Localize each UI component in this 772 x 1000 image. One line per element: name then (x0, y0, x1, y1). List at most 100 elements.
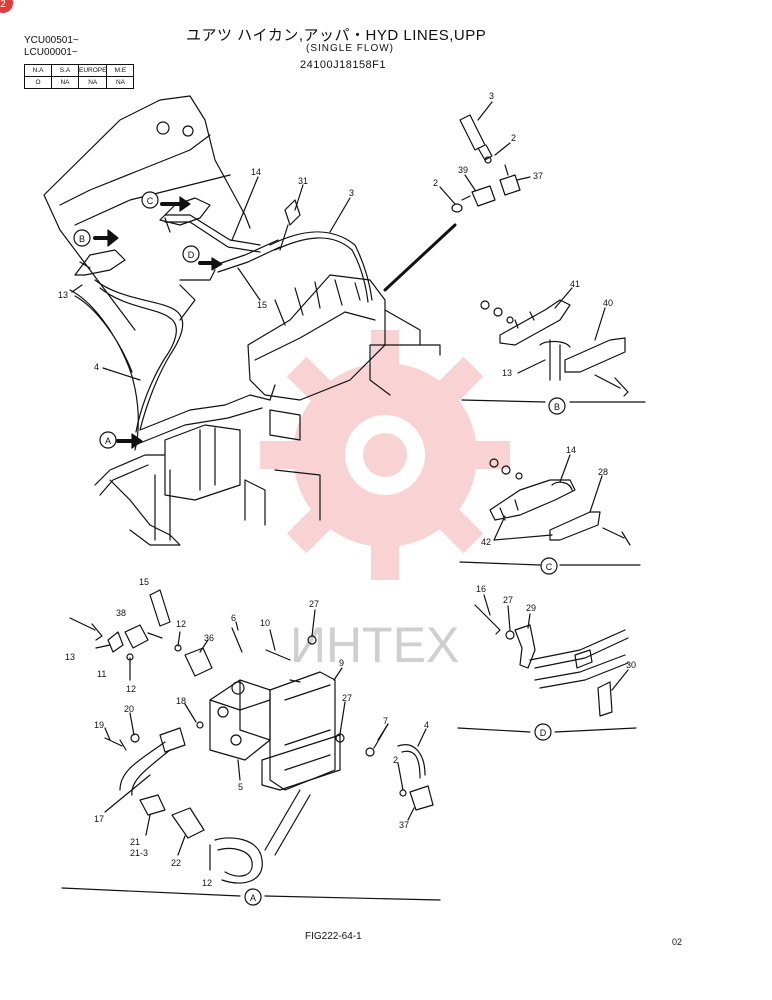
detail-b-label: B (554, 402, 560, 412)
callout: 29 (526, 603, 536, 613)
callout: 14 (566, 445, 576, 455)
fitting-39 (461, 185, 496, 207)
callout: 36 (204, 633, 214, 643)
detail-a-port-bottom (230, 734, 242, 746)
detail-d-clamp-29 (514, 624, 536, 669)
detail-a-pipe-17 (119, 727, 186, 796)
spec-value-europe: NA (77, 76, 108, 89)
callout: 42 (481, 537, 491, 547)
machine-frame-outline (43, 95, 251, 331)
callout: 28 (598, 467, 608, 477)
page-title: ユアツ ハイカン,アッパ・HYD LINES,UPP (186, 27, 487, 44)
callout: 13 (502, 368, 512, 378)
detail-a-nut-7 (365, 747, 375, 757)
leader-bold (383, 223, 457, 292)
detail-c-bolt (602, 527, 631, 546)
callout: 3 (349, 188, 354, 198)
detail-a-port-left (217, 706, 229, 718)
spec-value-sa: NA (51, 76, 79, 89)
callout: 4 (94, 362, 99, 372)
corner-badge: 2 (0, 0, 13, 13)
callout: 15 (257, 300, 267, 310)
detail-c-marker (540, 557, 558, 575)
callout: 12 (126, 684, 136, 694)
view-d-marker (182, 245, 200, 263)
detail-c-washer-2 (515, 472, 523, 480)
o-ring-2-left (451, 203, 463, 213)
view-c-marker (141, 191, 159, 209)
hose-14 (164, 214, 261, 253)
callout: 27 (503, 595, 513, 605)
callout: 37 (399, 820, 409, 830)
fitting-31 (279, 199, 301, 251)
callout: 13 (65, 652, 75, 662)
detail-c-leaders (493, 454, 603, 541)
detail-b-nut (480, 300, 490, 310)
detail-a-bolt-19 (104, 737, 127, 751)
callout: 20 (124, 704, 134, 714)
detail-b-marker (548, 397, 566, 415)
detail-b-bolt (594, 374, 629, 397)
watermark-text: ИНТЕХ (290, 617, 459, 673)
detail-a-lower-pipes (214, 789, 311, 884)
bracket-b-main (74, 249, 126, 276)
serial-range-2: LCU00001~ (24, 47, 78, 58)
callout: 14 (251, 167, 261, 177)
detail-a-port-top (231, 681, 245, 695)
callout: 5 (238, 782, 243, 792)
callout: 12 (176, 619, 186, 629)
detail-a-elbow-37 (409, 785, 434, 811)
callout: 15 (139, 577, 149, 587)
detail-d-pipes (529, 629, 629, 689)
frame-hole-2 (182, 125, 194, 137)
callout: 31 (298, 176, 308, 186)
callout: 13 (58, 290, 68, 300)
detail-c-bracket-14 (489, 479, 576, 521)
detail-a-o-ring-18 (196, 721, 204, 729)
detail-a-elbow-11 (107, 631, 124, 653)
detail-a-label: A (250, 893, 256, 903)
callout: 9 (339, 658, 344, 668)
hose-end-3 (459, 114, 493, 161)
detail-d-leaders (483, 594, 629, 691)
detail-a-adapter-22 (171, 807, 205, 839)
callout: 3 (489, 91, 494, 101)
view-c-label: C (147, 196, 154, 206)
detail-b-washer-2 (506, 316, 514, 324)
hose-3 (269, 231, 373, 303)
detail-b-bracket-line (461, 399, 646, 403)
callout: 18 (176, 696, 186, 706)
page-subtitle: (SINGLE FLOW) (306, 43, 395, 54)
hose-15 (179, 239, 281, 321)
detail-d-bracket-line (457, 727, 637, 733)
callout: 39 (458, 165, 468, 175)
detail-d-label: D (540, 728, 547, 738)
callout: 22 (171, 858, 181, 868)
detail-a-hose-15 (149, 589, 171, 627)
detail-d-clamp-30 (597, 681, 613, 717)
detail-b-bracket-41 (499, 299, 571, 346)
callout: 38 (116, 608, 126, 618)
callout: 16 (476, 584, 486, 594)
callout: 10 (260, 618, 270, 628)
main-leaders (71, 101, 531, 381)
detail-c-clamp-28 (549, 511, 601, 541)
detail-d-bolt-16 (474, 604, 501, 635)
valve-support (369, 309, 441, 396)
elbow-37 (499, 164, 521, 196)
view-a-marker (99, 431, 117, 449)
detail-c-label: C (546, 562, 553, 572)
view-d-label: D (188, 250, 195, 260)
detail-a-bracket-line (61, 887, 441, 901)
callout: 2 (433, 178, 438, 188)
callout: 21-3 (130, 848, 148, 858)
detail-b-leaders (517, 287, 606, 374)
figure-code: FIG222-64-1 (305, 931, 362, 942)
page-code: 02 (672, 937, 683, 947)
callout: 41 (570, 279, 580, 289)
tube-13 (69, 289, 139, 451)
detail-a-washer-20 (130, 733, 140, 743)
callout: 6 (231, 613, 236, 623)
tube-4 (94, 279, 184, 433)
callout: 17 (94, 814, 104, 824)
